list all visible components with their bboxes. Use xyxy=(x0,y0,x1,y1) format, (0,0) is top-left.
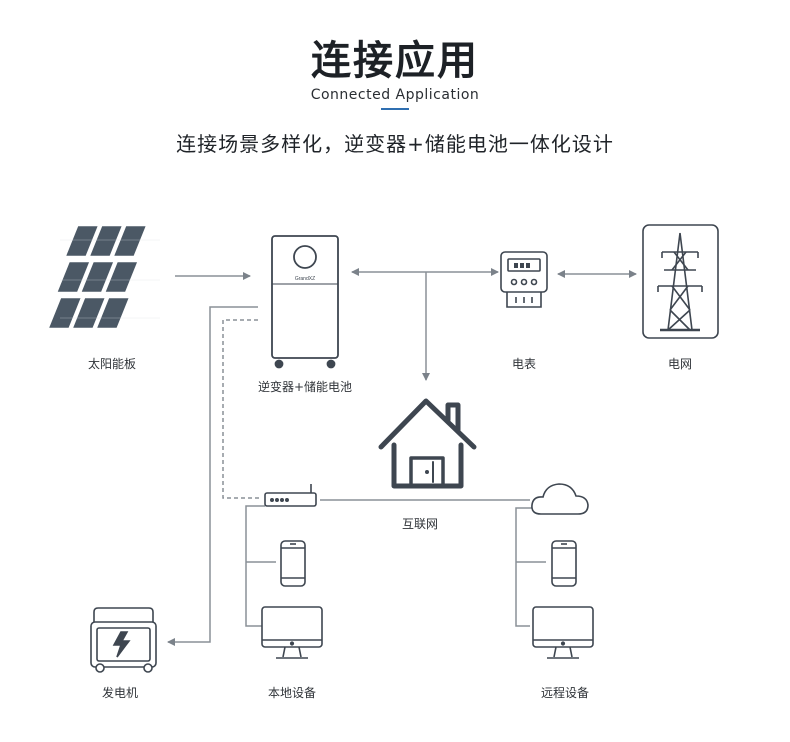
remote-devices-label: 远程设备 xyxy=(540,686,590,700)
page-subtitle: Connected Application xyxy=(310,87,480,103)
inverter-router-dashed-line xyxy=(222,319,262,499)
inverter-label: 逆变器+储能电池 xyxy=(257,380,353,394)
accent-divider xyxy=(381,108,409,110)
inverter-battery-icon xyxy=(271,235,339,369)
solar-label: 太阳能板 xyxy=(87,357,137,371)
local-device-tree-line xyxy=(245,505,265,627)
local-monitor-icon xyxy=(261,606,323,659)
internet-label: 互联网 xyxy=(401,517,439,531)
solar-panel-icon xyxy=(48,225,160,329)
remote-monitor-icon xyxy=(532,606,594,659)
local-devices-label: 本地设备 xyxy=(267,686,317,700)
router-icon xyxy=(264,484,317,507)
grid-label: 电网 xyxy=(667,357,693,371)
remote-phone-icon xyxy=(551,540,577,587)
power-grid-icon xyxy=(642,224,719,339)
generator-line xyxy=(167,306,258,646)
generator-icon xyxy=(90,607,157,673)
local-phone-icon xyxy=(280,540,306,587)
generator-label: 发电机 xyxy=(101,686,139,700)
house-icon xyxy=(378,398,477,489)
electric-meter-icon xyxy=(500,251,548,308)
page-tagline: 连接场景多样化，逆变器+储能电池一体化设计 xyxy=(176,132,614,156)
page-title: 连接应用 xyxy=(311,38,479,84)
cloud-icon xyxy=(531,483,589,515)
meter-label: 电表 xyxy=(511,357,537,371)
connection-lines xyxy=(167,268,637,646)
remote-device-tree-line xyxy=(515,507,540,627)
inverter-brand-text: GrandXZ xyxy=(295,276,315,282)
